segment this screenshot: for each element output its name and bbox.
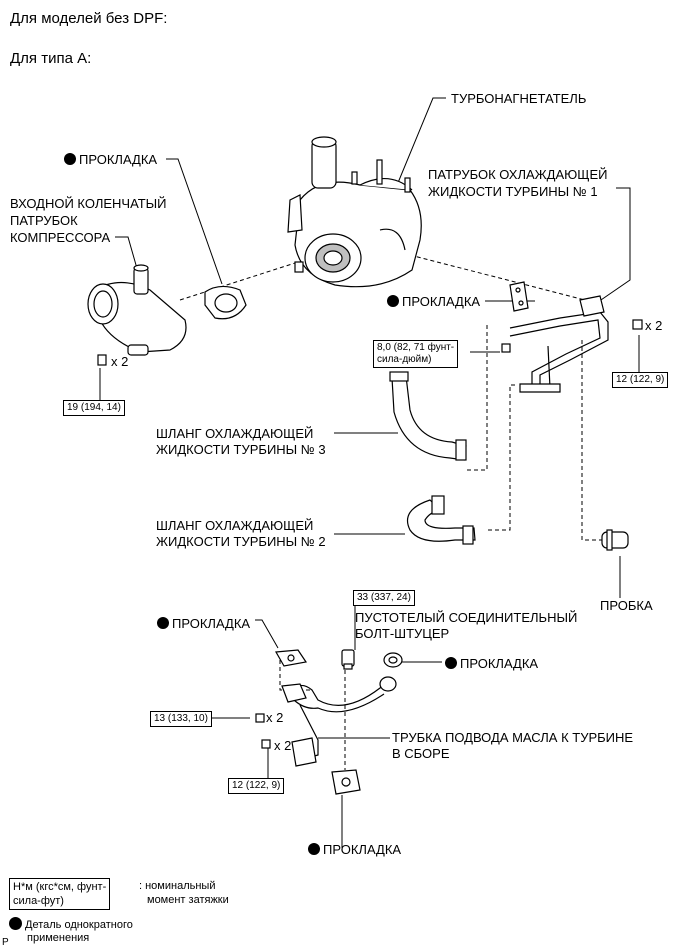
label-coolant-pipe1-1: ПАТРУБОК ОХЛАЖДАЮЩЕЙ: [428, 167, 608, 182]
leader-inlet: [115, 236, 139, 273]
label-gasket-bottom: ПРОКЛАДКА: [323, 842, 402, 857]
qty-oil-1: x 2: [266, 710, 284, 725]
gasket-lower-left-drawing: [275, 649, 308, 667]
union-bolt-drawing: [341, 649, 355, 670]
corner-mark: P: [2, 937, 9, 948]
leader-coolant-pipe1: [597, 187, 631, 303]
label-inlet-2: ПАТРУБОК: [10, 213, 78, 228]
turbocharger-drawing: [287, 136, 422, 288]
label-turbocharger: ТУРБОНАГНЕТАТЕЛЬ: [451, 91, 587, 106]
qty-oil-2: x 2: [274, 738, 292, 753]
gasket-top-drawing: [204, 285, 247, 320]
legend-nonreusable: Деталь однократного: [9, 917, 133, 932]
label-hose2-2: ЖИДКОСТИ ТУРБИНЫ № 2: [156, 534, 326, 549]
label-hose3-1: ШЛАНГ ОХЛАЖДАЮЩЕЙ: [156, 426, 314, 441]
leader-turbocharger: [394, 97, 446, 191]
label-hose3-2: ЖИДКОСТИ ТУРБИНЫ № 3: [156, 442, 326, 457]
label-gasket-lower-left: ПРОКЛАДКА: [172, 616, 251, 631]
plug-drawing: [601, 529, 629, 551]
oil-pipe-drawing: [255, 676, 397, 767]
coolant-pipe-1-drawing: [501, 295, 643, 393]
legend-unit-line1: Н*м (кгс*см, фунт-: [13, 881, 107, 893]
nut-icon: [97, 354, 107, 366]
qty-pipe1: x 2: [645, 318, 663, 333]
legend-nonreusable-line1: Деталь однократного: [25, 919, 133, 931]
label-inlet-1: ВХОДНОЙ КОЛЕНЧАТЫЙ: [10, 196, 167, 211]
align-plug: [581, 340, 605, 541]
align-hose3: [465, 325, 488, 471]
torque-12-bottom: 12 (122, 9): [228, 778, 285, 794]
torque-13: 13 (133, 10): [150, 711, 212, 727]
legend-unit-line2: сила-фут): [13, 895, 64, 907]
torque-8-line2: сила-дюйм): [377, 354, 432, 365]
legend-unit-box: Н*м (кгс*см, фунт- сила-фут): [9, 878, 111, 910]
leader-gasket-lower-left: [255, 619, 279, 649]
leader-gasket-top: [166, 158, 223, 285]
label-plug: ПРОБКА: [600, 598, 653, 613]
label-oil-pipe-2: В СБОРЕ: [392, 746, 450, 761]
compressor-inlet-drawing: [87, 264, 187, 366]
label-oil-pipe-1: ТРУБКА ПОДВОДА МАСЛА К ТУРБИНЕ: [392, 730, 634, 745]
label-inlet-3: КОМПРЕССОРА: [10, 230, 111, 245]
label-union-bolt-2: БОЛТ-ШТУЦЕР: [355, 626, 450, 641]
torque-33: 33 (337, 24): [353, 590, 415, 606]
label-coolant-pipe1-2: ЖИДКОСТИ ТУРБИНЫ № 1: [428, 184, 598, 199]
legend-nonreusable-line2: применения: [27, 932, 90, 944]
model-heading: Для моделей без DPF:: [10, 10, 168, 27]
torque-19: 19 (194, 14): [63, 400, 125, 416]
hose-3-drawing: [389, 371, 467, 461]
gasket-lower-right-drawing: [383, 652, 403, 668]
label-gasket-mid: ПРОКЛАДКА: [402, 294, 481, 309]
nonreusable-markers: [64, 153, 457, 855]
align-coolant: [409, 254, 586, 301]
gasket-mid-drawing: [509, 281, 529, 312]
label-gasket-lower-right: ПРОКЛАДКА: [460, 656, 539, 671]
torque-8-line1: 8,0 (82, 71 фунт-: [377, 342, 455, 353]
torque-12-right: 12 (122, 9): [612, 372, 669, 388]
gasket-bottom-drawing: [331, 769, 361, 795]
legend-unit-desc-1: : номинальный: [139, 880, 216, 892]
label-hose2-1: ШЛАНГ ОХЛАЖДАЮЩЕЙ: [156, 518, 314, 533]
align-hose2: [485, 384, 515, 531]
label-union-bolt-1: ПУСТОТЕЛЫЙ СОЕДИНИТЕЛЬНЫЙ: [355, 610, 578, 625]
torque-8: 8,0 (82, 71 фунт- сила-дюйм): [373, 340, 459, 368]
legend-unit-desc-2: момент затяжки: [147, 894, 229, 906]
qty-inlet: x 2: [111, 354, 129, 369]
hose-2-drawing: [406, 495, 476, 545]
filled-circle-icon: [9, 917, 22, 930]
label-gasket-top: ПРОКЛАДКА: [79, 152, 158, 167]
type-heading: Для типа А:: [10, 50, 92, 67]
